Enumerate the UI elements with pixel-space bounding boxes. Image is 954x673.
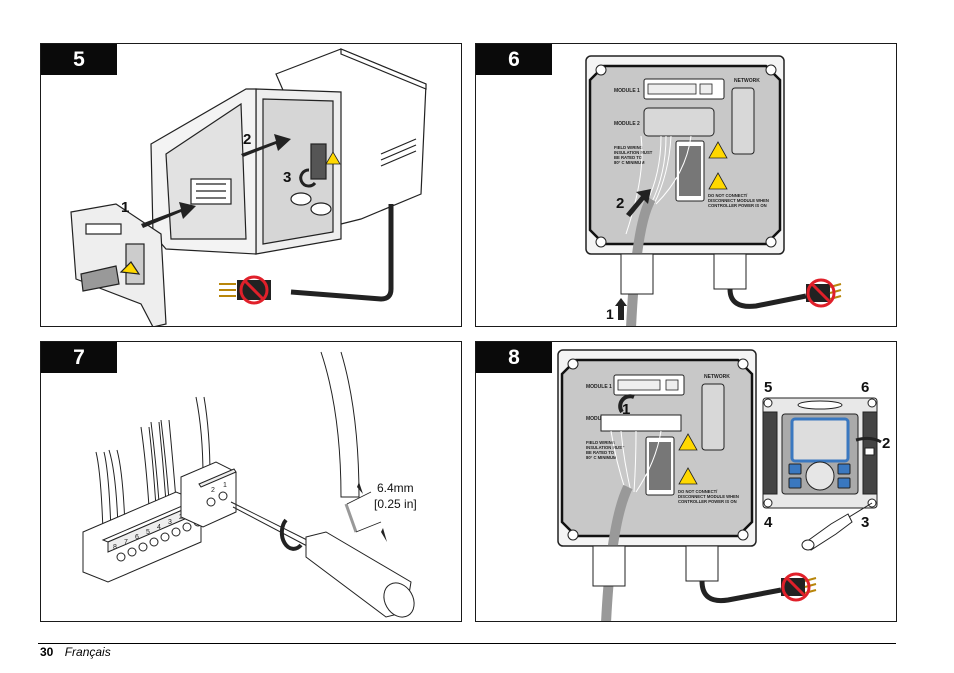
electrical-hazard-icon <box>325 151 341 165</box>
callout-1: 1 <box>622 401 630 418</box>
module-warning-note: DO NOT CONNECT/ DISCONNECT MODULE WHEN C… <box>708 193 770 208</box>
module-2-label: MODULE 2 <box>586 416 612 422</box>
network-slot <box>731 87 755 155</box>
illustration-terminal-wiring: 8 7 6 5 4 3 2 1 2 1 <box>82 351 417 618</box>
arrow-1 <box>141 202 196 228</box>
panel-step-6: 6 MODULE 1 MODULE 2 NETWORK FIELD WIRING… <box>475 43 897 327</box>
module-lid <box>70 203 167 326</box>
panel-step-7: 7 8 7 6 5 4 3 2 1 <box>40 341 462 622</box>
prohibited-plug-icon <box>806 278 842 308</box>
arrow-2 <box>241 134 291 157</box>
callout-1: 1 <box>606 306 614 322</box>
screwdriver-icon <box>801 502 873 551</box>
connector-plug <box>600 414 682 432</box>
callout-2: 2 <box>882 435 890 452</box>
arrow-2 <box>626 189 651 217</box>
page-number: 30 <box>40 645 54 659</box>
footer-divider <box>38 643 896 644</box>
callout-2: 2 <box>616 195 624 212</box>
step-number-badge: 5 <box>41 44 117 75</box>
sensor-cable <box>626 196 656 326</box>
svg-text:8: 8 <box>113 544 117 551</box>
prohibited-plug-icon <box>781 572 817 602</box>
callout-5: 5 <box>764 379 772 396</box>
panel-step-5: 5 <box>40 43 462 327</box>
step-number-badge: 7 <box>41 342 117 373</box>
svg-text:7: 7 <box>124 539 128 546</box>
module-2-label: MODULE 2 <box>614 121 640 127</box>
controller-housing <box>150 48 427 255</box>
module-warning-note: DO NOT CONNECT/ DISCONNECT MODULE WHEN C… <box>678 489 740 504</box>
prohibited-plug-icon <box>219 275 271 305</box>
power-cable <box>727 288 807 309</box>
field-wiring-note: FIELD WIRING INSULATION MUST BE RATED TO… <box>614 145 653 165</box>
rotate-arrow-icon <box>618 394 635 414</box>
module-1-label: MODULE 1 <box>614 88 640 94</box>
panel-step-8: 8 MODULE 1 MODULE 2 NETWORK FIELD WIRING… <box>475 341 897 622</box>
rotate-arrow-icon <box>279 518 303 551</box>
cable-gland-left <box>620 253 654 295</box>
callout-1: 1 <box>121 199 129 216</box>
sensor-cable <box>601 484 633 621</box>
network-label: NETWORK <box>704 374 730 380</box>
cable-gland-right <box>713 253 747 290</box>
controller-front <box>762 397 878 509</box>
sensor-wires <box>625 135 692 235</box>
callout-6: 6 <box>861 379 869 396</box>
svg-text:3: 3 <box>168 519 172 526</box>
field-wiring-note: FIELD WIRING INSULATION MUST BE RATED TO… <box>586 440 625 460</box>
screwdriver-icon <box>230 501 415 618</box>
step-number-badge: 6 <box>476 44 552 75</box>
rotate-arrow-icon <box>299 168 317 188</box>
door-swing-arrow <box>855 436 882 444</box>
wire-cable <box>320 351 360 498</box>
callout-4: 4 <box>764 514 773 531</box>
page-footer: 30 Français <box>40 645 111 659</box>
callout-3: 3 <box>283 169 291 186</box>
callout-3: 3 <box>861 514 869 531</box>
network-label: NETWORK <box>734 78 760 84</box>
callout-2: 2 <box>243 131 251 148</box>
electrical-hazard-icon <box>678 433 698 451</box>
power-cable <box>699 580 782 604</box>
arrow-1 <box>615 298 627 320</box>
illustration-open-controller: 1 2 3 <box>70 48 427 326</box>
power-cable <box>290 204 394 302</box>
illustration-wiring-module: MODULE 1 MODULE 2 NETWORK FIELD WIRING I… <box>585 55 842 326</box>
terminal-block-2-pin <box>180 461 237 528</box>
network-slot <box>701 383 725 451</box>
module-1-label: MODULE 1 <box>586 384 612 390</box>
terminal-wires <box>95 396 211 533</box>
warning-icon <box>678 467 698 485</box>
electrical-hazard-icon <box>708 141 728 159</box>
terminal-numbers-2: 2 1 <box>211 482 227 494</box>
cable-gland-right <box>685 545 719 582</box>
svg-text:2: 2 <box>211 487 215 494</box>
terminal-block-8-pin <box>82 491 203 583</box>
svg-text:6: 6 <box>135 534 139 541</box>
svg-text:5: 5 <box>146 529 150 536</box>
step-number-badge: 8 <box>476 342 552 373</box>
sensor-wires <box>610 430 662 493</box>
cable-gland-left <box>592 545 626 587</box>
svg-text:4: 4 <box>157 524 161 531</box>
warning-icon <box>708 172 728 190</box>
page-language: Français <box>64 645 111 659</box>
strip-length-label: 6.4mm [0.25 in] <box>374 481 417 511</box>
controller-display <box>790 417 850 463</box>
svg-text:1: 1 <box>223 482 227 489</box>
illustration-install-module: MODULE 1 MODULE 2 NETWORK FIELD WIRING I… <box>557 349 890 621</box>
